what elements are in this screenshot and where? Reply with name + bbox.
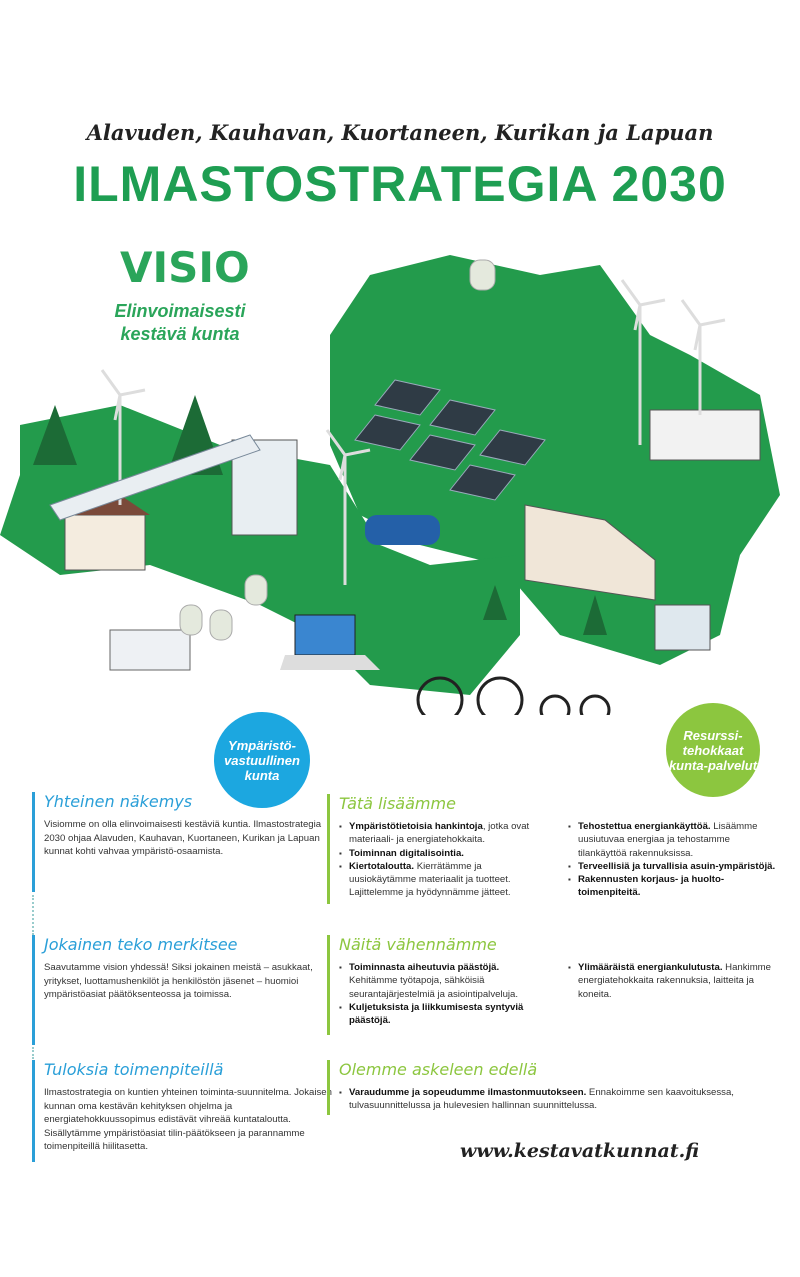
list-item: Kiertotaloutta. Kierrätämme ja uusiokäyt… — [339, 860, 548, 900]
electric-car — [365, 515, 440, 545]
reduce-list-1: Toiminnasta aiheutuvia päästöjä. Kehitäm… — [339, 961, 548, 1027]
section-every-act: Jokainen teko merkitsee Saavutamme visio… — [32, 935, 332, 1045]
list-item: Kuljetuksista ja liikkumisesta syntyviä … — [339, 1001, 548, 1028]
dotted-divider — [32, 895, 34, 935]
wind-turbines — [100, 279, 726, 585]
section-reduce: Näitä vähennämme Toiminnasta aiheutuvia … — [327, 935, 777, 1035]
section-shared-vision: Yhteinen näkemys Visiomme on olla elinvo… — [32, 792, 332, 892]
laptop — [280, 614, 380, 670]
poster-title: ILMASTOSTRATEGIA 2030 — [73, 156, 727, 212]
silos — [179, 259, 496, 641]
tagline-line: Elinvoimaisesti — [114, 301, 246, 321]
municipality-illustration — [0, 255, 780, 715]
list-item: Toiminnasta aiheutuvia päästöjä. Kehitäm… — [339, 961, 548, 1001]
train — [49, 434, 261, 521]
list-item: Toiminnan digitalisointia. — [339, 847, 548, 861]
solar-panels — [354, 379, 546, 501]
section-heading: Tuloksia toimenpiteillä — [44, 1060, 224, 1079]
section-heading: Olemme askeleen edellä — [339, 1060, 538, 1079]
section-results: Tuloksia toimenpiteillä Ilmastostrategia… — [32, 1060, 332, 1162]
section-text: Visiomme on olla elinvoimaisesti kestävi… — [44, 819, 322, 857]
ahead-list: Varaudumme ja sopeudumme ilmastonmuutoks… — [339, 1086, 777, 1113]
increase-list-1: Ympäristötietoisia hankintoja, jotka ova… — [339, 820, 548, 900]
badge-environment: Ympäristö-vastuullinen kunta — [214, 712, 310, 808]
section-increase: Tätä lisäämme Ympäristötietoisia hankint… — [327, 794, 777, 904]
section-text: Ilmastostrategia on kuntien yhteinen toi… — [44, 1087, 332, 1152]
vision-title: VISIO — [120, 243, 250, 292]
list-item: Ylimääräistä energiankulutusta. Hankimme… — [568, 961, 777, 1001]
badge-resource: Resurssi-tehokkaat kunta-palvelut — [666, 703, 760, 797]
list-item: Varaudumme ja sopeudumme ilmastonmuutoks… — [339, 1086, 777, 1113]
section-text: Saavutamme vision yhdessä! Siksi jokaine… — [44, 962, 313, 1000]
section-heading: Tätä lisäämme — [339, 794, 456, 813]
section-heading: Yhteinen näkemys — [44, 792, 193, 811]
list-item: Tehostettua energiankäyttöä. Lisäämme uu… — [568, 820, 777, 860]
vision-tagline: Elinvoimaisesti kestävä kunta — [100, 300, 260, 346]
bicycles — [416, 676, 611, 715]
website-link[interactable]: www.kestavatkunnat.fi — [460, 1140, 700, 1162]
dotted-divider — [32, 1047, 34, 1059]
section-heading: Näitä vähennämme — [339, 935, 497, 954]
reduce-list-2: Ylimääräistä energiankulutusta. Hankimme… — [568, 961, 777, 1027]
list-item: Rakennusten korjaus- ja huolto-toimenpit… — [568, 873, 777, 900]
poster-subtitle: Alavuden, Kauhavan, Kuortaneen, Kurikan … — [86, 120, 714, 145]
section-heading: Jokainen teko merkitsee — [44, 935, 238, 954]
list-item: Terveellisiä ja turvallisia asuin-ympäri… — [568, 860, 777, 874]
list-item: Ympäristötietoisia hankintoja, jotka ova… — [339, 820, 548, 847]
increase-list-2: Tehostettua energiankäyttöä. Lisäämme uu… — [568, 820, 777, 900]
section-ahead: Olemme askeleen edellä Varaudumme ja sop… — [327, 1060, 777, 1115]
tagline-line: kestävä kunta — [120, 324, 240, 344]
